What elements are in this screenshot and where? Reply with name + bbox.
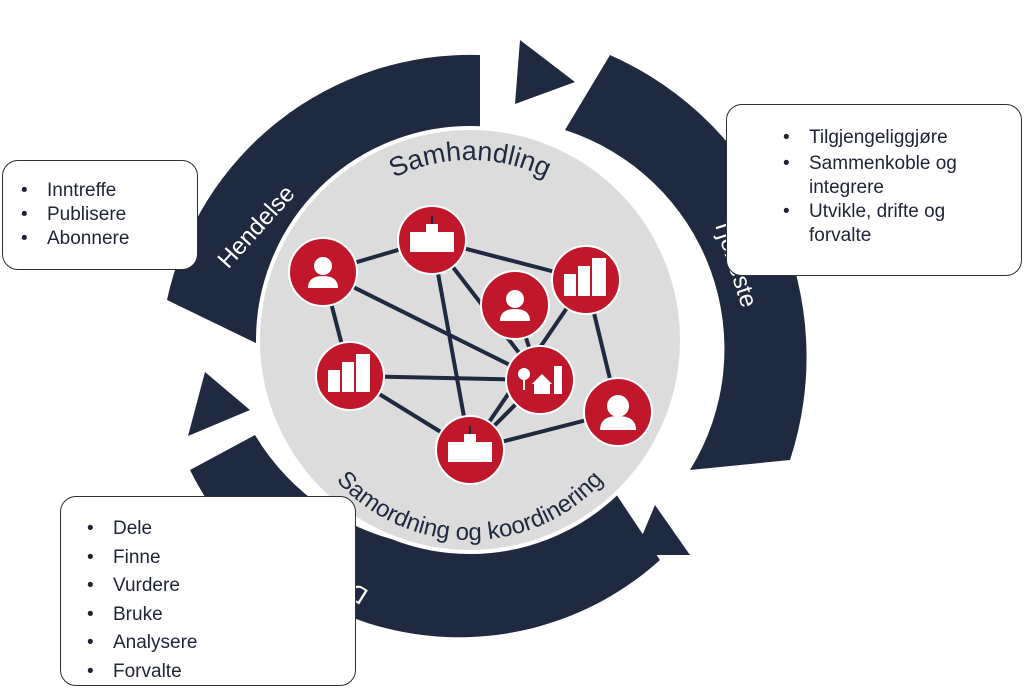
- node-person-man: [480, 270, 550, 340]
- office-buildings-icon: [328, 354, 370, 392]
- hendelse-info-box: Inntreffe Publisere Abonnere: [2, 160, 198, 270]
- hendelse-list: Inntreffe Publisere Abonnere: [13, 179, 189, 251]
- list-item: Abonnere: [13, 227, 189, 251]
- list-item: Vurdere: [79, 572, 345, 601]
- list-item: Forvalte: [79, 658, 345, 687]
- municipality-building-icon: [410, 216, 454, 252]
- house-tree-icon: [518, 366, 562, 394]
- arrow-right: [634, 505, 690, 555]
- tjeneste-list: Tilgjengeliggjøre Sammenkoble og integre…: [775, 125, 1011, 248]
- edge: [322, 270, 541, 382]
- node-house-town: [505, 345, 575, 415]
- person-icon: [600, 395, 636, 430]
- person-icon: [500, 290, 530, 321]
- arrow-top: [515, 40, 575, 104]
- network-nodes: [288, 205, 653, 485]
- node-person-woman: [288, 237, 358, 307]
- list-item: Analysere: [79, 629, 345, 658]
- data-list: Dele Finne Vurdere Bruke Analysere Forva…: [79, 515, 345, 687]
- data-info-box: Dele Finne Vurdere Bruke Analysere Forva…: [60, 496, 356, 686]
- person-icon: [308, 257, 338, 288]
- office-buildings-icon: [564, 258, 606, 296]
- center-circle: [256, 126, 684, 554]
- arrow-left: [188, 372, 250, 436]
- tjeneste-info-box: Tilgjengeliggjøre Sammenkoble og integre…: [726, 104, 1022, 276]
- list-item: Sammenkoble og integrere: [775, 152, 1011, 200]
- node-person-curly: [583, 377, 653, 447]
- list-item: Dele: [79, 515, 345, 544]
- edge: [430, 239, 472, 451]
- list-item: Finne: [79, 544, 345, 573]
- ring-segment-tjeneste: [565, 55, 807, 470]
- list-item: Bruke: [79, 601, 345, 630]
- list-item: Inntreffe: [13, 179, 189, 203]
- list-item: Tilgjengeliggjøre: [775, 125, 1011, 152]
- node-office-top-right: [551, 245, 621, 315]
- list-item: Publisere: [13, 203, 189, 227]
- list-item: Utvikle, drifte og forvalte: [775, 200, 1011, 248]
- node-building-top: [397, 205, 467, 275]
- node-office-left: [315, 341, 385, 411]
- node-building-bottom: [435, 415, 505, 485]
- municipality-building-icon: [448, 426, 492, 462]
